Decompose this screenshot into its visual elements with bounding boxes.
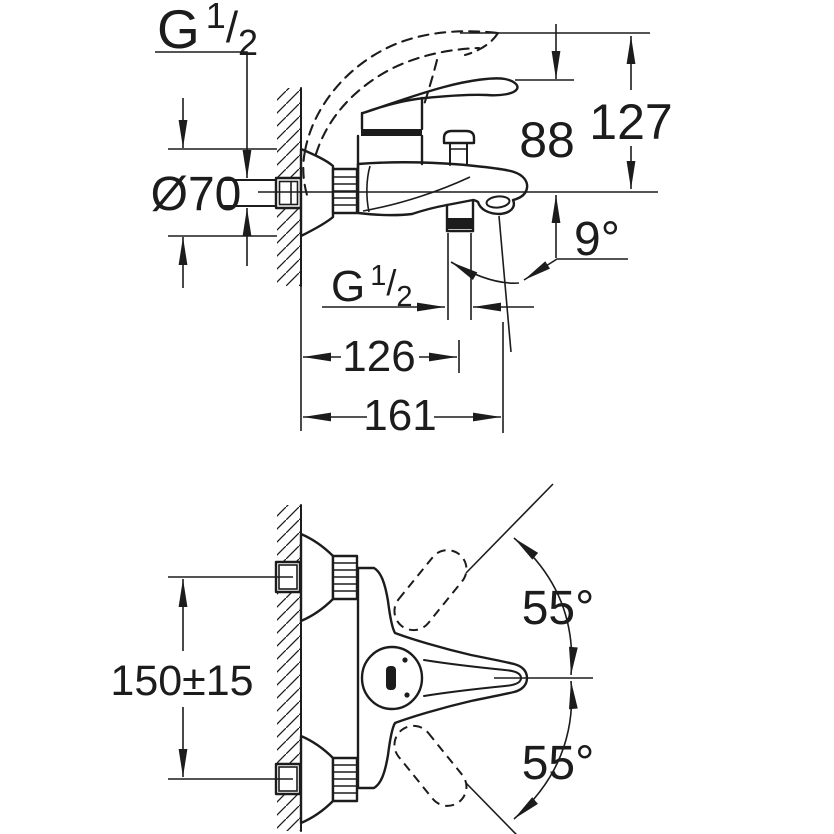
lever-swung-up-dashed — [393, 549, 468, 632]
label-flange-diameter: Ø70 — [151, 168, 242, 221]
dim-shower-projection: 126 — [303, 332, 460, 381]
lever-dot-upper — [402, 657, 408, 663]
label-spout-projection: 161 — [363, 391, 436, 440]
body-contour-line — [366, 165, 371, 213]
label-handle-open-height: 127 — [589, 94, 672, 150]
label-swing-lower: 55° — [522, 737, 595, 790]
dim-handle-open-height: 127 — [460, 32, 673, 189]
dim-handle-height: 88 — [515, 24, 575, 258]
lower-inlet — [274, 734, 359, 825]
label-shower-projection: 126 — [342, 332, 415, 381]
label-handle-height: 88 — [519, 112, 575, 168]
dim-spout-angle: 9° — [450, 213, 628, 353]
dim-inlet-spacing: 150±15 — [110, 576, 293, 780]
lever-handle-open-dashed — [302, 30, 500, 197]
dim-swing-lower: 55° — [465, 680, 595, 834]
front-view: 55° 55° 150±15 — [110, 483, 595, 834]
mounting-nut-threads — [333, 176, 357, 206]
lever-swung-down-dashed — [393, 724, 468, 807]
label-spout-angle: 9° — [574, 213, 620, 266]
wall-union-inner — [278, 180, 299, 206]
spout-contour-line — [362, 176, 471, 212]
aerator — [485, 195, 511, 209]
label-swing-upper: 55° — [522, 582, 595, 635]
label-inlet-spacing: 150±15 — [110, 657, 253, 705]
upper-inlet — [274, 532, 359, 623]
handle-base-band — [361, 129, 422, 136]
lever-handle — [361, 77, 519, 115]
dim-flange-diameter: Ø70 — [151, 98, 277, 288]
dim-spout-projection: 161 — [303, 322, 504, 440]
lever-slot — [386, 666, 396, 690]
dim-swing-upper: 55° — [465, 483, 595, 676]
lever-dot-lower — [404, 692, 410, 698]
diverter-knob — [442, 129, 476, 166]
shower-outlet — [445, 199, 475, 233]
